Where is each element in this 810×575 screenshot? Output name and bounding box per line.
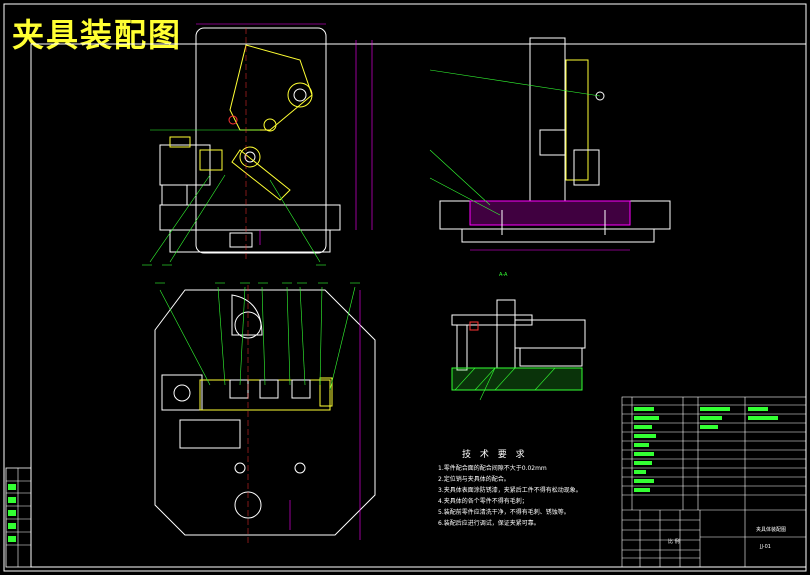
left-title-strip [5,467,32,568]
drawing-name: 夹具体装配图 [756,527,787,533]
tech-requirement-item: 4.夹具体的各个零件不得有毛刺； [438,498,528,505]
technical-requirements-list: 1.零件配合面的配合间隙不大于0.02mm 2.定位销与夹具体的配合。 3.夹具… [438,463,582,529]
callouts [142,264,360,284]
section-view [451,299,586,401]
tech-requirement-item: 1.零件配合面的配合间隙不大于0.02mm [438,465,547,472]
drawing-title: 夹具装配图 [12,16,183,54]
tech-requirement-item: 5.装配前零件应清洗干净，不得有毛刺、锈蚀等。 [438,509,570,516]
technical-requirements-heading: 技 术 要 求 [462,450,528,460]
side-view [429,37,671,251]
frame-border [30,43,807,568]
tech-requirement-item: 3.夹具体表面涂防锈漆，夹紧后工件不得有松动现象。 [438,487,582,494]
scale-label: 比 例 [668,539,680,545]
drawing-number: JJ-01 [760,544,771,550]
tech-requirement-item: 6.装配后应进行调试，保证夹紧可靠。 [438,520,540,527]
title-block [621,396,807,568]
section-label: A-A [499,272,508,278]
front-view [149,23,373,263]
top-view [154,285,376,545]
tech-requirement-item: 2.定位销与夹具体的配合。 [438,476,510,483]
